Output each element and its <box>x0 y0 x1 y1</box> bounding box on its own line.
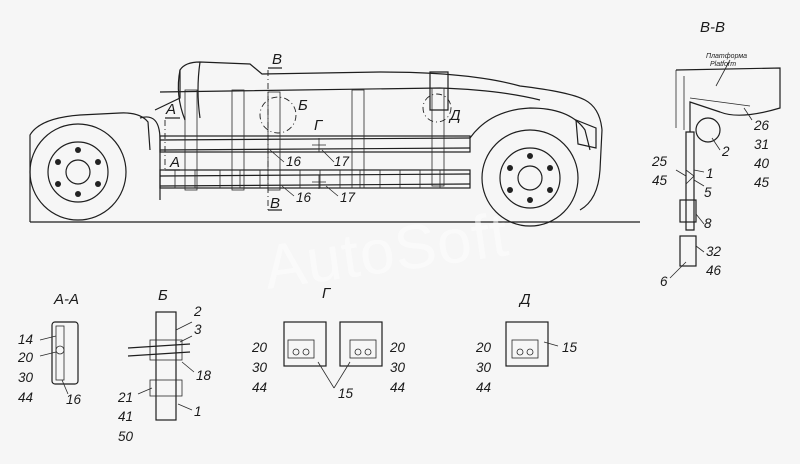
rear-arch <box>469 107 591 151</box>
g-callout-44-right: 44 <box>390 380 405 395</box>
b-callout-41: 41 <box>118 409 133 424</box>
d-callout-15: 15 <box>562 340 578 355</box>
vv-callout-40: 40 <box>754 156 770 171</box>
platform-label-ru: Платформа <box>706 53 747 60</box>
section-vv-drawing <box>669 59 781 279</box>
g-callout-20-left: 20 <box>251 340 268 355</box>
watermark: AutoSoft <box>260 200 513 303</box>
b-callout-21: 21 <box>117 390 133 405</box>
clamp-upper <box>679 199 697 223</box>
vv-callout-6: 6 <box>660 274 668 289</box>
platform-label-en: Platform <box>710 61 736 68</box>
vv-callout-5: 5 <box>704 185 712 200</box>
front-wheel <box>29 123 127 221</box>
detail-mark-be: Б <box>298 97 308 114</box>
detail-mark-de: Д <box>448 107 461 124</box>
callout-17-lower: 17 <box>340 190 356 205</box>
g-callout-15: 15 <box>338 386 354 401</box>
callout-16-lower: 16 <box>296 190 312 205</box>
support-strut <box>685 131 695 231</box>
vv-callout-45-right: 45 <box>754 175 770 190</box>
bracket-round <box>695 117 721 143</box>
aa-callout-44: 44 <box>18 390 33 405</box>
d-bracket <box>505 321 549 367</box>
guard-brackets <box>174 87 445 191</box>
callout-16-upper: 16 <box>286 154 302 169</box>
vv-callout-25: 25 <box>651 154 668 169</box>
section-vv-title: В-В <box>700 19 725 36</box>
front-arch <box>139 116 161 200</box>
g-callout-30-left: 30 <box>252 360 268 375</box>
b-post <box>155 311 177 421</box>
detail-aa-drawing <box>39 321 79 395</box>
rear-lamp <box>575 119 597 149</box>
vv-callout-45-left: 45 <box>652 173 668 188</box>
g-callout-20-right: 20 <box>389 340 406 355</box>
clamp-lower <box>679 235 697 267</box>
vv-callout-1: 1 <box>706 166 714 181</box>
section-mark-a-lower: А <box>169 154 180 171</box>
vv-callout-46: 46 <box>706 263 722 278</box>
detail-d-drawing <box>505 321 559 367</box>
b-bar <box>127 343 191 349</box>
g-bracket-right <box>339 321 383 367</box>
detail-aa-title: А-А <box>53 291 79 308</box>
section-mark-b-upper: В <box>272 51 282 68</box>
vv-callout-8: 8 <box>704 216 712 231</box>
vehicle-side-view <box>29 61 640 227</box>
g-bracket-left <box>283 321 327 367</box>
g-callout-44-left: 44 <box>252 380 267 395</box>
aa-callout-14: 14 <box>18 332 33 347</box>
vv-callout-31: 31 <box>754 137 769 152</box>
detail-g-drawing <box>283 321 383 389</box>
detail-b-drawing <box>127 311 195 421</box>
aa-callout-30: 30 <box>18 370 34 385</box>
platform-profile <box>675 67 781 132</box>
rear-wheel-hub <box>499 147 561 209</box>
b-callout-50: 50 <box>118 429 134 444</box>
front-wheel-hub <box>47 141 109 203</box>
g-callout-30-right: 30 <box>390 360 406 375</box>
detail-circle-de <box>422 93 452 123</box>
d-callout-30: 30 <box>476 360 492 375</box>
detail-mark-ge: Г <box>314 117 324 134</box>
vv-callout-32: 32 <box>706 244 722 259</box>
side-guard-upper <box>159 135 471 153</box>
tank-body-outline <box>154 61 603 211</box>
b-callout-1: 1 <box>194 404 202 419</box>
vv-callout-26: 26 <box>753 118 770 133</box>
detail-b-title: Б <box>158 287 168 304</box>
b-callout-2: 2 <box>193 304 202 319</box>
aa-callout-20: 20 <box>17 350 34 365</box>
b-callout-18: 18 <box>196 368 212 383</box>
detail-d-title: Д <box>518 291 531 308</box>
rear-wheel <box>481 129 579 227</box>
d-callout-20: 20 <box>475 340 492 355</box>
aa-callout-16: 16 <box>66 392 82 407</box>
vv-callout-2: 2 <box>721 144 730 159</box>
section-mark-b-lower: В <box>270 195 280 212</box>
detail-circle-be <box>259 96 297 134</box>
front-fender <box>29 112 151 222</box>
detail-g-title: Г <box>322 285 332 302</box>
section-mark-a-upper: А <box>165 101 176 118</box>
callout-17-upper: 17 <box>334 154 350 169</box>
d-callout-44: 44 <box>476 380 491 395</box>
b-callout-3: 3 <box>194 322 202 337</box>
